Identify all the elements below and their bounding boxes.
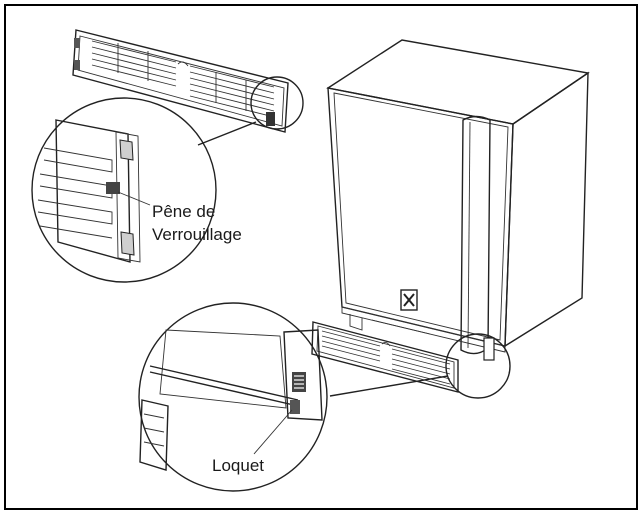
latch-bolt-detail (31, 97, 217, 283)
latch-detail (138, 302, 328, 492)
latch-bolt-label-line2: Verrouillage (152, 225, 242, 244)
diagram-border (4, 4, 638, 510)
latch-bolt-label-line1: Pêne de (152, 202, 215, 221)
installed-grille-drawing (311, 321, 511, 399)
detached-grille-drawing (72, 29, 304, 146)
latch-label: Loquet (212, 456, 264, 475)
